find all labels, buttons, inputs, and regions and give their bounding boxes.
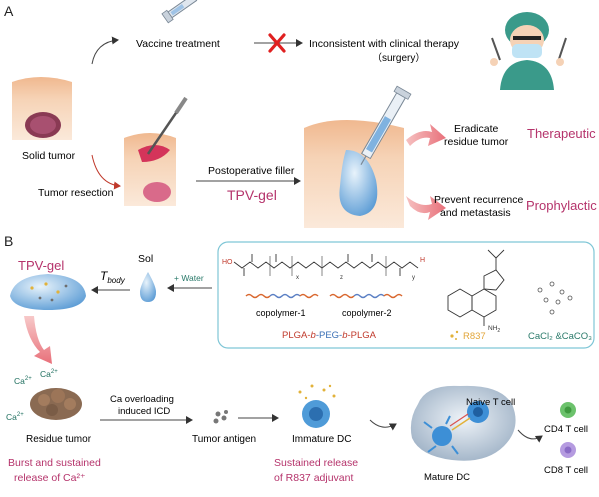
gel-dome-icon [10,274,86,310]
cross-icon [268,33,286,53]
residue-tumor-label: residue tumor [444,136,509,148]
copolymer-1-label: copolymer-1 [256,308,306,318]
t-body-label: Tbody [100,269,126,285]
r837-label: R837 [463,331,486,342]
release-ca-label: release of Ca²⁺ [14,472,86,484]
solid-tumor-block [12,77,72,140]
solid-tumor-label: Solid tumor [22,150,76,162]
r837-structure: NH2 [447,249,505,334]
arrow-t-cells [517,429,543,443]
cd4-t-cell-label: CD4 T cell [544,424,588,435]
cd8-t-cell-label: CD8 T cell [544,465,588,476]
surgeon-icon [490,12,567,90]
ca-ion-label-2: Ca2+ [40,369,58,379]
copolymer-structure: HO H x z y [222,254,425,281]
r837-adjuvant-label: of R837 adjuvant [274,472,353,484]
arrow-to-vaccine [91,36,119,65]
prophylactic-label: Prophylactic [526,198,597,213]
copolymer-chains [245,293,403,299]
prevent-label: Prevent recurrence [434,194,523,206]
postop-filler-label: Postoperative filler [208,165,295,177]
cacl-caco3-label: CaCl₂ &CaCO₃ [528,331,592,342]
icd-label: induced ICD [118,406,170,417]
ca-ion-label-3: Ca2+ [6,412,24,422]
lymph-node-icon [410,385,516,461]
water-label: + Water [174,273,204,283]
vaccine-label: Vaccine treatment [136,38,220,50]
panel-a-label: A [4,3,14,19]
arrow-to-resection [91,154,121,190]
arrow-release [24,316,52,364]
tumor-resection-block [124,96,188,206]
panel-b-label: B [4,233,13,249]
immature-dc-label: Immature DC [292,434,351,445]
svg-text:y: y [412,275,415,281]
svg-text:x: x [296,275,299,281]
scalpel-icon [146,109,180,155]
immature-dc-icon [298,384,336,428]
therapeutic-label: Therapeutic [527,126,596,141]
inconsistent-label: Inconsistent with clinical therapy [309,38,460,50]
svg-text:z: z [340,275,343,281]
residue-tumor-label: Residue tumor [26,434,92,445]
gel-filled-block [304,85,412,228]
svg-text:NH2: NH2 [488,325,500,334]
tpv-gel-label-a: TPV-gel [227,187,277,203]
burst-release-label: Burst and sustained [8,457,101,469]
arrow-therapeutic [406,124,446,146]
filler-syringe-icon [360,85,412,165]
residue-tumor-icon [30,388,82,420]
sustained-release-label: Sustained release [274,457,358,469]
copolymer-box [217,241,595,349]
plga-peg-plga-label: PLGA-b-PEG-b-PLGA [282,330,377,341]
surgery-label: （surgery） [372,52,425,64]
sol-drop-icon [140,272,156,302]
tpv-gel-label-b: TPV-gel [18,258,64,273]
r837-sparkle-icon [450,330,459,340]
tumor-antigen-label: Tumor antigen [192,434,256,445]
arrow-prophylactic [406,196,446,220]
naive-t-cell-label: Naive T cell [466,397,515,408]
svg-text:HO: HO [222,259,233,266]
vaccine-syringe-icon [161,0,198,24]
copolymer-2-label: copolymer-2 [342,308,392,318]
arrow-dc-lymph [369,419,397,431]
mature-dc-label: Mature DC [424,472,470,483]
sol-label: Sol [138,253,153,265]
calcium-dots-icon [537,281,573,315]
svg-text:H: H [420,257,425,264]
ca-overload-label: Ca overloading [110,394,174,405]
metastasis-label: and metastasis [440,207,511,219]
tumor-antigen-icon [213,410,228,424]
tumor-resection-label: Tumor resection [38,187,114,199]
eradicate-label: Eradicate [454,123,499,135]
ca-ion-label-1: Ca2+ [14,376,32,386]
